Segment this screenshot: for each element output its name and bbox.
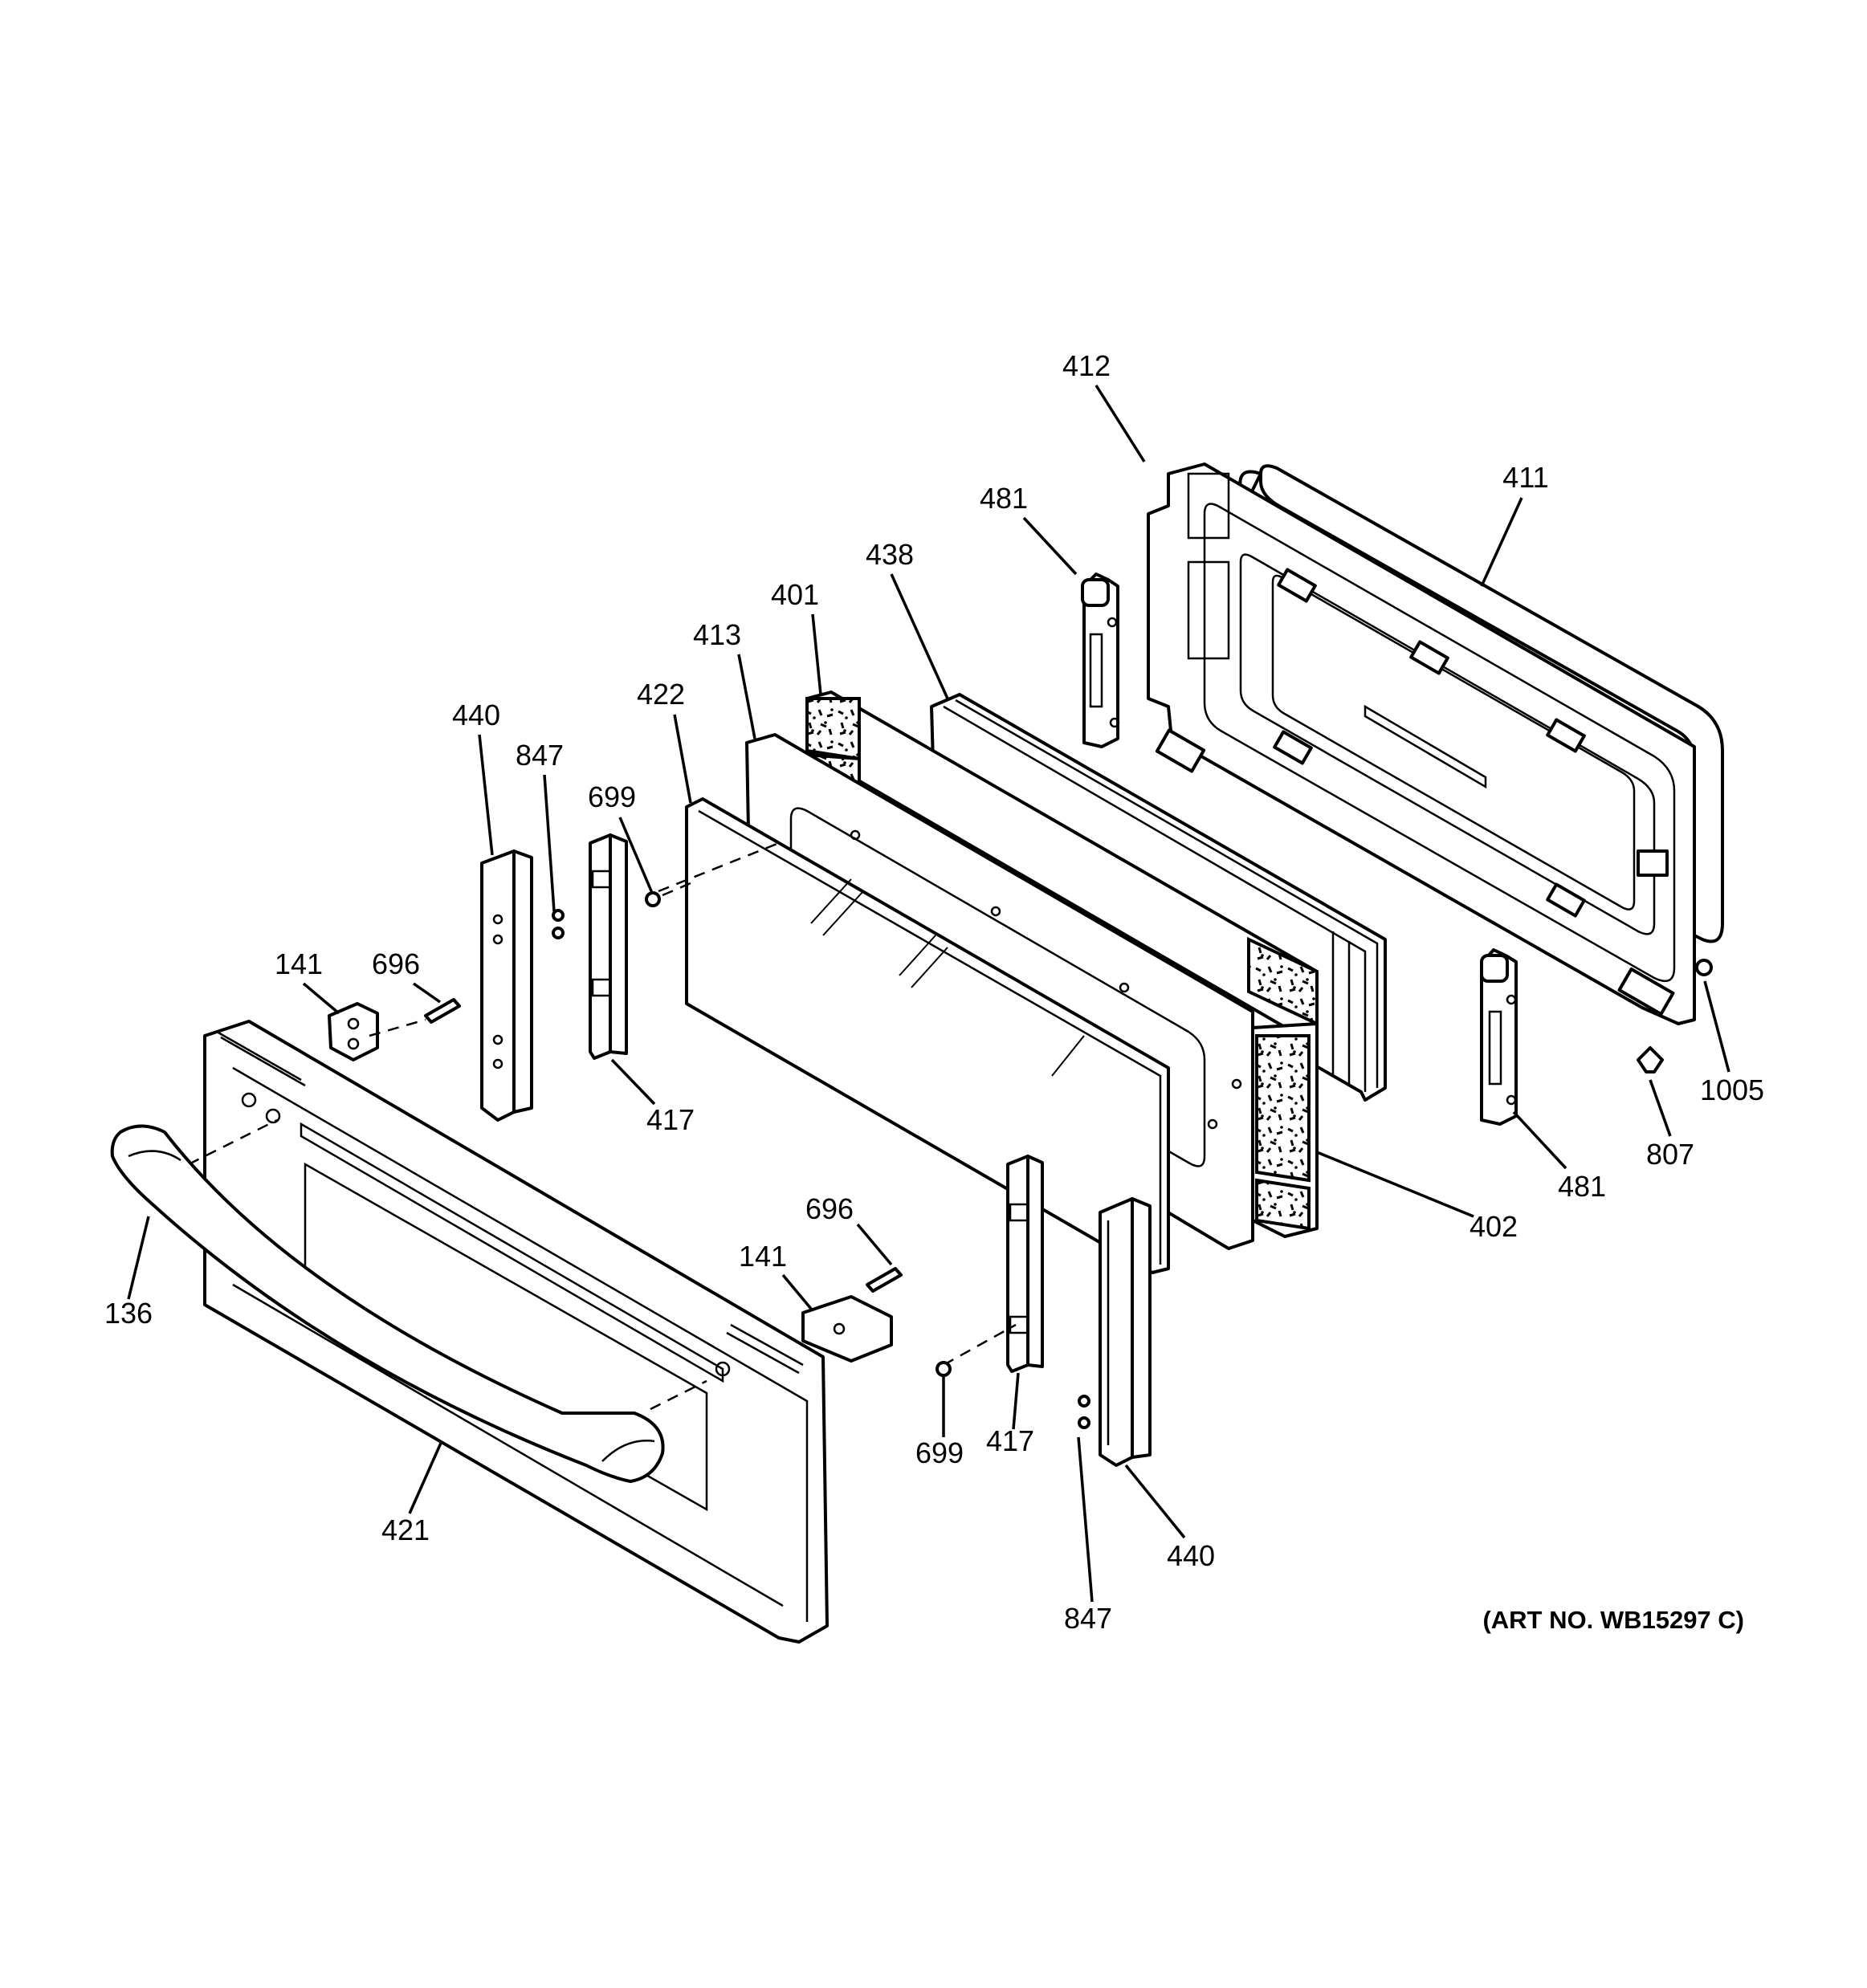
outer-door-panel-part-421 <box>188 1020 829 1644</box>
callout-1005: 1005 <box>1700 1073 1764 1106</box>
leader-lines <box>127 385 1730 1603</box>
hinge-receiver-part-481-upper <box>1081 572 1120 748</box>
callout-847-right: 847 <box>1064 1602 1112 1635</box>
screw-part-1005 <box>1695 959 1713 976</box>
screw-part-699-left <box>645 882 691 907</box>
callout-481-lower: 481 <box>1558 1170 1606 1203</box>
callout-440-right: 440 <box>1167 1539 1215 1572</box>
insulation-part-401 <box>805 691 1319 1033</box>
callout-847-left: 847 <box>516 739 564 772</box>
screw-part-696-right <box>866 1267 903 1293</box>
callout-696-left: 696 <box>372 947 420 980</box>
hinge-bracket-part-141-right <box>801 1295 893 1363</box>
callout-807: 807 <box>1646 1138 1694 1171</box>
callout-136: 136 <box>104 1297 153 1330</box>
callout-141-right: 141 <box>739 1240 787 1273</box>
hinge-bracket-part-141-left <box>328 1002 379 1061</box>
door-channel-part-440-right <box>1099 1197 1152 1467</box>
callout-141-left: 141 <box>275 947 323 980</box>
clip-part-847-right <box>1078 1395 1090 1429</box>
callout-401: 401 <box>771 578 819 611</box>
door-handle-part-136 <box>110 1124 665 1483</box>
callout-696-right: 696 <box>805 1192 854 1225</box>
callout-481-upper: 481 <box>980 482 1028 515</box>
callout-412: 412 <box>1062 349 1111 382</box>
clip-part-847-left <box>552 909 565 939</box>
side-bracket-part-417-left <box>589 833 628 1060</box>
art-number: (ART NO. WB15297 C) <box>1482 1606 1744 1634</box>
screw-part-699-right <box>936 1361 952 1377</box>
callout-417-left: 417 <box>646 1103 695 1136</box>
side-bracket-part-417-right <box>943 1155 1044 1373</box>
door-glass-part-422 <box>658 797 1170 1274</box>
callout-402: 402 <box>1470 1210 1518 1243</box>
callout-699-left: 699 <box>588 780 636 813</box>
callout-labels: 412 411 481 438 401 413 422 440 847 699 … <box>104 349 1764 1635</box>
callout-438: 438 <box>866 538 914 571</box>
callout-422: 422 <box>637 678 685 711</box>
door-channel-part-440-left <box>480 849 533 1122</box>
callout-440-left: 440 <box>452 699 500 731</box>
callout-421: 421 <box>381 1513 430 1546</box>
callout-417-right: 417 <box>986 1424 1034 1457</box>
screw-part-807 <box>1637 1046 1664 1073</box>
callout-699-right: 699 <box>915 1436 964 1469</box>
inner-door-liner-part-412 <box>1147 462 1696 1025</box>
callout-413: 413 <box>693 618 741 651</box>
screw-part-696-left <box>369 998 461 1037</box>
hinge-receiver-part-481-lower <box>1480 948 1518 1126</box>
callout-411: 411 <box>1502 461 1548 494</box>
